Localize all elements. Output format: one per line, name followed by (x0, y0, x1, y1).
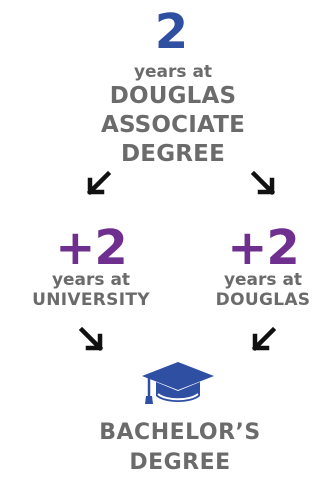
top-years-at: years at (133, 62, 213, 82)
right-plus-number: +2 (227, 220, 300, 276)
right-place: DOUGLAS (215, 290, 311, 310)
top-years-number: 2 (154, 4, 188, 60)
top-line-2: ASSOCIATE (100, 112, 246, 138)
left-years-at: years at (51, 270, 131, 290)
bottom-line-2: DEGREE (129, 450, 231, 475)
right-years-at: years at (223, 270, 303, 290)
graduation-cap-icon (140, 360, 216, 408)
bottom-line-1: BACHELOR’S (99, 420, 261, 445)
top-block: 2 years at DOUGLAS ASSOCIATE DEGREE (0, 8, 322, 169)
arrow-down-right-icon (78, 326, 106, 354)
left-block: +2 years at UNIVERSITY (22, 224, 160, 311)
left-plus-number: +2 (55, 220, 128, 276)
right-block: +2 years at DOUGLAS (204, 224, 322, 311)
top-line-3: DEGREE (120, 141, 225, 167)
arrow-down-left-icon (249, 326, 277, 354)
arrow-down-left-icon (84, 170, 112, 198)
arrow-down-right-icon (250, 170, 278, 198)
top-line-1: DOUGLAS (109, 83, 237, 109)
bottom-block: BACHELOR’S DEGREE (70, 418, 290, 478)
left-place: UNIVERSITY (32, 290, 150, 310)
